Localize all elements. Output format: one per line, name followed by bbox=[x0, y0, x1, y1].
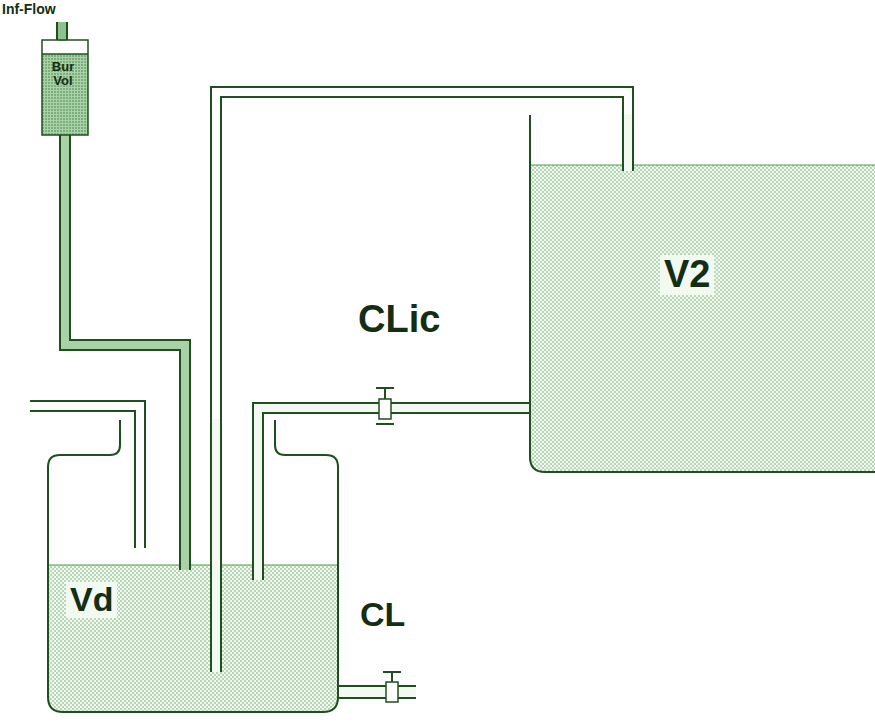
tube-connector bbox=[65, 135, 185, 420]
burette-shape bbox=[42, 40, 88, 135]
tube-bore bbox=[65, 135, 185, 420]
fluid-level bbox=[530, 165, 875, 166]
dip-tube bbox=[628, 114, 629, 171]
central-compartment-bottle-shape bbox=[48, 420, 338, 712]
central-compartment-bottle: Vd bbox=[48, 420, 338, 712]
burette-outline bbox=[42, 40, 88, 135]
tube-connector bbox=[258, 408, 530, 420]
compartment-name: Vd bbox=[66, 582, 117, 618]
valve-symbol bbox=[376, 388, 394, 424]
burette-cap bbox=[42, 53, 88, 55]
burette: Bur Vol bbox=[42, 40, 88, 135]
central-fluid bbox=[48, 565, 338, 712]
peripheral-fluid bbox=[530, 165, 875, 472]
dip-tube bbox=[258, 419, 259, 580]
bottle-outline bbox=[48, 420, 338, 712]
vent-pipe bbox=[30, 406, 140, 548]
tube-wall bbox=[65, 135, 185, 420]
peripheral-compartment-tank: V2 bbox=[530, 115, 875, 472]
tube-bore bbox=[258, 408, 530, 420]
inflow-label: Inf-Flow bbox=[2, 2, 56, 17]
burette-fluid bbox=[42, 54, 88, 135]
tank-outline bbox=[530, 115, 875, 472]
valve-group bbox=[376, 388, 394, 424]
fluid-level bbox=[48, 565, 338, 566]
dip-tube bbox=[216, 419, 217, 672]
clearance-label: CLic bbox=[358, 300, 440, 340]
clearance-label: CL bbox=[360, 597, 405, 633]
dip-tube bbox=[185, 419, 186, 570]
inflow-tube bbox=[62, 22, 63, 41]
tube-wall bbox=[258, 408, 530, 420]
compartment-name: V2 bbox=[660, 255, 714, 295]
outlet-tap bbox=[337, 672, 416, 702]
compartment-name: Bur Vol bbox=[42, 60, 84, 87]
